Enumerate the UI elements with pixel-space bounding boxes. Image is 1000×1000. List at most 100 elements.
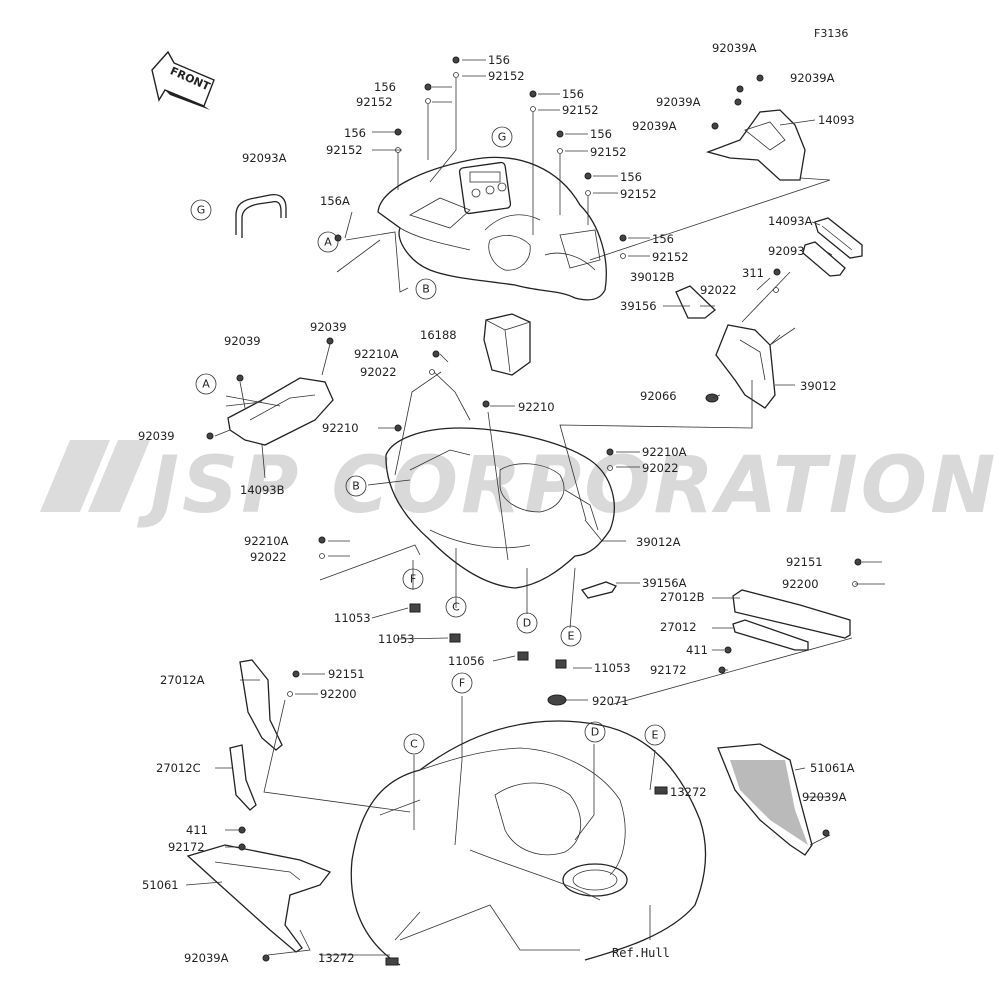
- callout-B-main: B: [345, 475, 367, 497]
- bracket-39012-part: [705, 324, 776, 409]
- label-27012A: 27012A: [160, 673, 205, 687]
- label-92039: 92039: [224, 334, 261, 348]
- label-92039A: 92039A: [790, 71, 835, 85]
- storage-bin-16188-part: [483, 313, 531, 376]
- label-92200: 92200: [320, 687, 357, 701]
- label-39012A: 39012A: [636, 535, 681, 549]
- label-92039A: 92039A: [656, 95, 701, 109]
- callout-E-hull: E: [644, 724, 666, 746]
- label-92152: 92152: [356, 95, 393, 109]
- label-92039A: 92039A: [712, 41, 757, 55]
- leader-lines: [185, 59, 885, 956]
- fasteners: [206, 56, 862, 962]
- label-92152: 92152: [562, 103, 599, 117]
- callout-A-deck: A: [317, 231, 339, 253]
- trim-27012A-part: [239, 659, 283, 751]
- callout-letter: D: [591, 726, 599, 739]
- label-92066: 92066: [640, 389, 677, 403]
- watermark: JSP CORPORATION: [40, 440, 995, 531]
- label-92152: 92152: [326, 143, 363, 157]
- net-51061-part: [186, 844, 332, 953]
- label-92172: 92172: [650, 663, 687, 677]
- label-156A: 156A: [320, 194, 350, 208]
- cover-14093A-part: [814, 217, 863, 259]
- callout-letter: A: [202, 378, 210, 391]
- label-156: 156: [374, 80, 396, 94]
- label-14093: 14093: [818, 113, 855, 127]
- label-11053: 11053: [378, 632, 415, 646]
- label-92039A: 92039A: [802, 790, 847, 804]
- label-92039A: 92039A: [184, 951, 229, 965]
- label-92152: 92152: [488, 69, 525, 83]
- hull-reference-part: [350, 694, 707, 966]
- callout-letter: C: [410, 738, 418, 751]
- callout-C-main: C: [445, 596, 467, 618]
- pad-39156A-part: [580, 581, 617, 599]
- label-92200: 92200: [782, 577, 819, 591]
- label-311: 311: [742, 266, 764, 280]
- trim-27012C-part: [229, 744, 257, 811]
- label-13272: 13272: [318, 951, 355, 965]
- label-92039A: 92039A: [632, 119, 677, 133]
- pad-39156-part: [675, 285, 716, 319]
- label-92022: 92022: [360, 365, 397, 379]
- label-92152: 92152: [620, 187, 657, 201]
- callout-letter: C: [452, 601, 460, 614]
- trim-27012B-part: [732, 589, 851, 639]
- callout-G-handle: G: [190, 199, 212, 221]
- label-11056: 11056: [448, 654, 485, 668]
- callout-letter: G: [498, 131, 507, 144]
- label-51061A: 51061A: [810, 761, 855, 775]
- callout-D-hull: D: [584, 721, 606, 743]
- label-411: 411: [186, 823, 208, 837]
- label-92151: 92151: [786, 555, 823, 569]
- callout-G-deck: G: [491, 126, 513, 148]
- label-92210A: 92210A: [244, 534, 289, 548]
- callout-C-hull: C: [403, 733, 425, 755]
- label-92210A: 92210A: [642, 445, 687, 459]
- callout-letter: E: [568, 630, 575, 643]
- net-51061A-part: [717, 743, 813, 856]
- callout-letter: B: [352, 480, 360, 493]
- callout-letter: E: [652, 729, 659, 742]
- callout-F-main: F: [402, 568, 424, 590]
- cowl-14093B-part: [227, 377, 334, 446]
- callout-letter: G: [197, 204, 206, 217]
- label-11053: 11053: [594, 661, 631, 675]
- label-92093A: 92093A: [242, 151, 287, 165]
- label-92071: 92071: [592, 694, 629, 708]
- callout-letter: A: [324, 236, 332, 249]
- upper-deck-cover-part: [377, 156, 607, 301]
- label-411: 411: [686, 643, 708, 657]
- label-51061: 51061: [142, 878, 179, 892]
- reference-hull-label: Ref.Hull: [612, 946, 670, 960]
- label-92172: 92172: [168, 840, 205, 854]
- label-92022: 92022: [700, 283, 737, 297]
- label-39156: 39156: [620, 299, 657, 313]
- label-27012C: 27012C: [156, 761, 201, 775]
- figure-id: F3136: [814, 27, 848, 40]
- label-92151: 92151: [328, 667, 365, 681]
- callout-letter: F: [410, 573, 416, 586]
- trim-27012-part: [732, 619, 809, 651]
- label-156: 156: [652, 232, 674, 246]
- callout-A-cowl: A: [195, 373, 217, 395]
- label-156: 156: [590, 127, 612, 141]
- callout-letter: F: [459, 677, 465, 690]
- label-92152: 92152: [590, 145, 627, 159]
- label-14093A: 14093A: [768, 214, 813, 228]
- label-16188: 16188: [420, 328, 457, 342]
- callout-E-main: E: [560, 625, 582, 647]
- label-92210: 92210: [518, 400, 555, 414]
- label-92210: 92210: [322, 421, 359, 435]
- cowl-14093-part: [705, 109, 806, 181]
- part-number-labels: 156 92152 156 92152 156 92152 156 92152 …: [138, 41, 855, 965]
- label-156: 156: [344, 126, 366, 140]
- label-156: 156: [488, 53, 510, 67]
- callout-letter: B: [422, 283, 430, 296]
- label-92039: 92039: [310, 320, 347, 334]
- label-156: 156: [620, 170, 642, 184]
- label-27012B: 27012B: [660, 590, 705, 604]
- label-92210A: 92210A: [354, 347, 399, 361]
- label-14093B: 14093B: [240, 483, 285, 497]
